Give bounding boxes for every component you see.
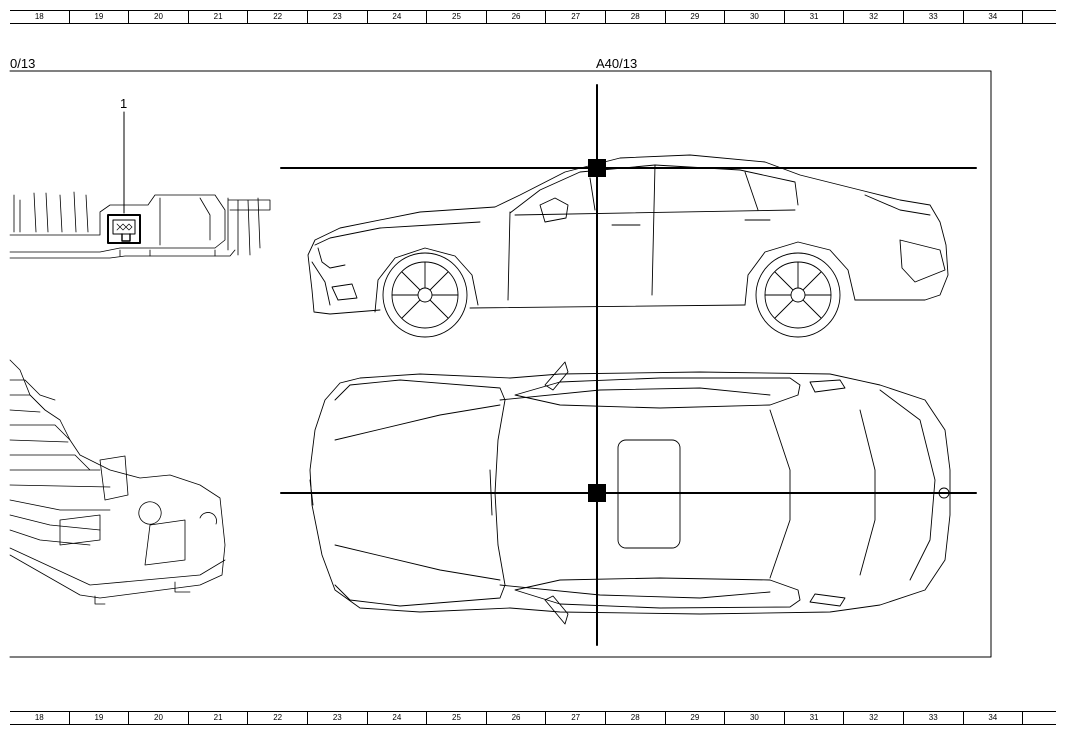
ruler-column-18: 18 [34,12,44,21]
ruler-column-30: 30 [724,712,784,724]
component-reference-label: A40/13 [596,56,638,71]
ruler-column-33: 33 [902,712,963,724]
ruler-column-34: 34 [962,712,1023,724]
diagram-border [9,70,992,658]
ruler-column-31: 31 [783,712,844,724]
connector-pin-icon [107,214,141,244]
ruler-column-20: 20 [128,712,188,724]
control-unit-perspective-view [9,359,226,605]
ruler-column-19: 19 [68,11,129,23]
ruler-edge [1022,11,1056,23]
vehicle-top-view [309,361,951,625]
ruler-column-34: 34 [962,11,1023,23]
ruler-column-21: 21 [187,11,248,23]
ruler-column-20: 20 [128,11,188,23]
ruler-column-27: 27 [545,712,605,724]
ruler-column-27: 27 [545,11,605,23]
ruler-column-24: 24 [366,11,427,23]
ruler-column-24: 24 [366,712,427,724]
ruler-column-22: 22 [247,712,307,724]
ruler-column-22: 22 [247,11,307,23]
ruler-column-28: 28 [604,11,665,23]
ruler-edge [1022,712,1056,724]
ruler-column-32: 32 [843,712,903,724]
ruler-column-25: 25 [426,712,486,724]
ruler-column-26: 26 [485,11,546,23]
ruler-column-21: 21 [187,712,248,724]
rear-wheel [755,252,841,338]
ruler-column-23: 23 [306,11,367,23]
left-reference-label: 0/13 [10,56,36,71]
ruler-column-31: 31 [783,11,844,23]
ruler-column-29: 29 [664,11,725,23]
vehicle-side-view [307,154,949,338]
component-location-marker-icon [280,84,977,646]
ruler-column-28: 28 [604,712,665,724]
ruler-column-32: 32 [843,11,903,23]
ruler-column-25: 25 [426,11,486,23]
ruler-column-19: 19 [68,712,129,724]
ruler-column-26: 26 [485,712,546,724]
ruler-column-33: 33 [902,11,963,23]
front-wheel [382,252,468,338]
ruler-column-30: 30 [724,11,784,23]
callout-number: 1 [120,96,127,111]
ruler-column-23: 23 [306,712,367,724]
ruler-column-18: 18 [34,713,44,722]
control-unit-side-view [9,191,271,259]
ruler-column-29: 29 [664,712,725,724]
